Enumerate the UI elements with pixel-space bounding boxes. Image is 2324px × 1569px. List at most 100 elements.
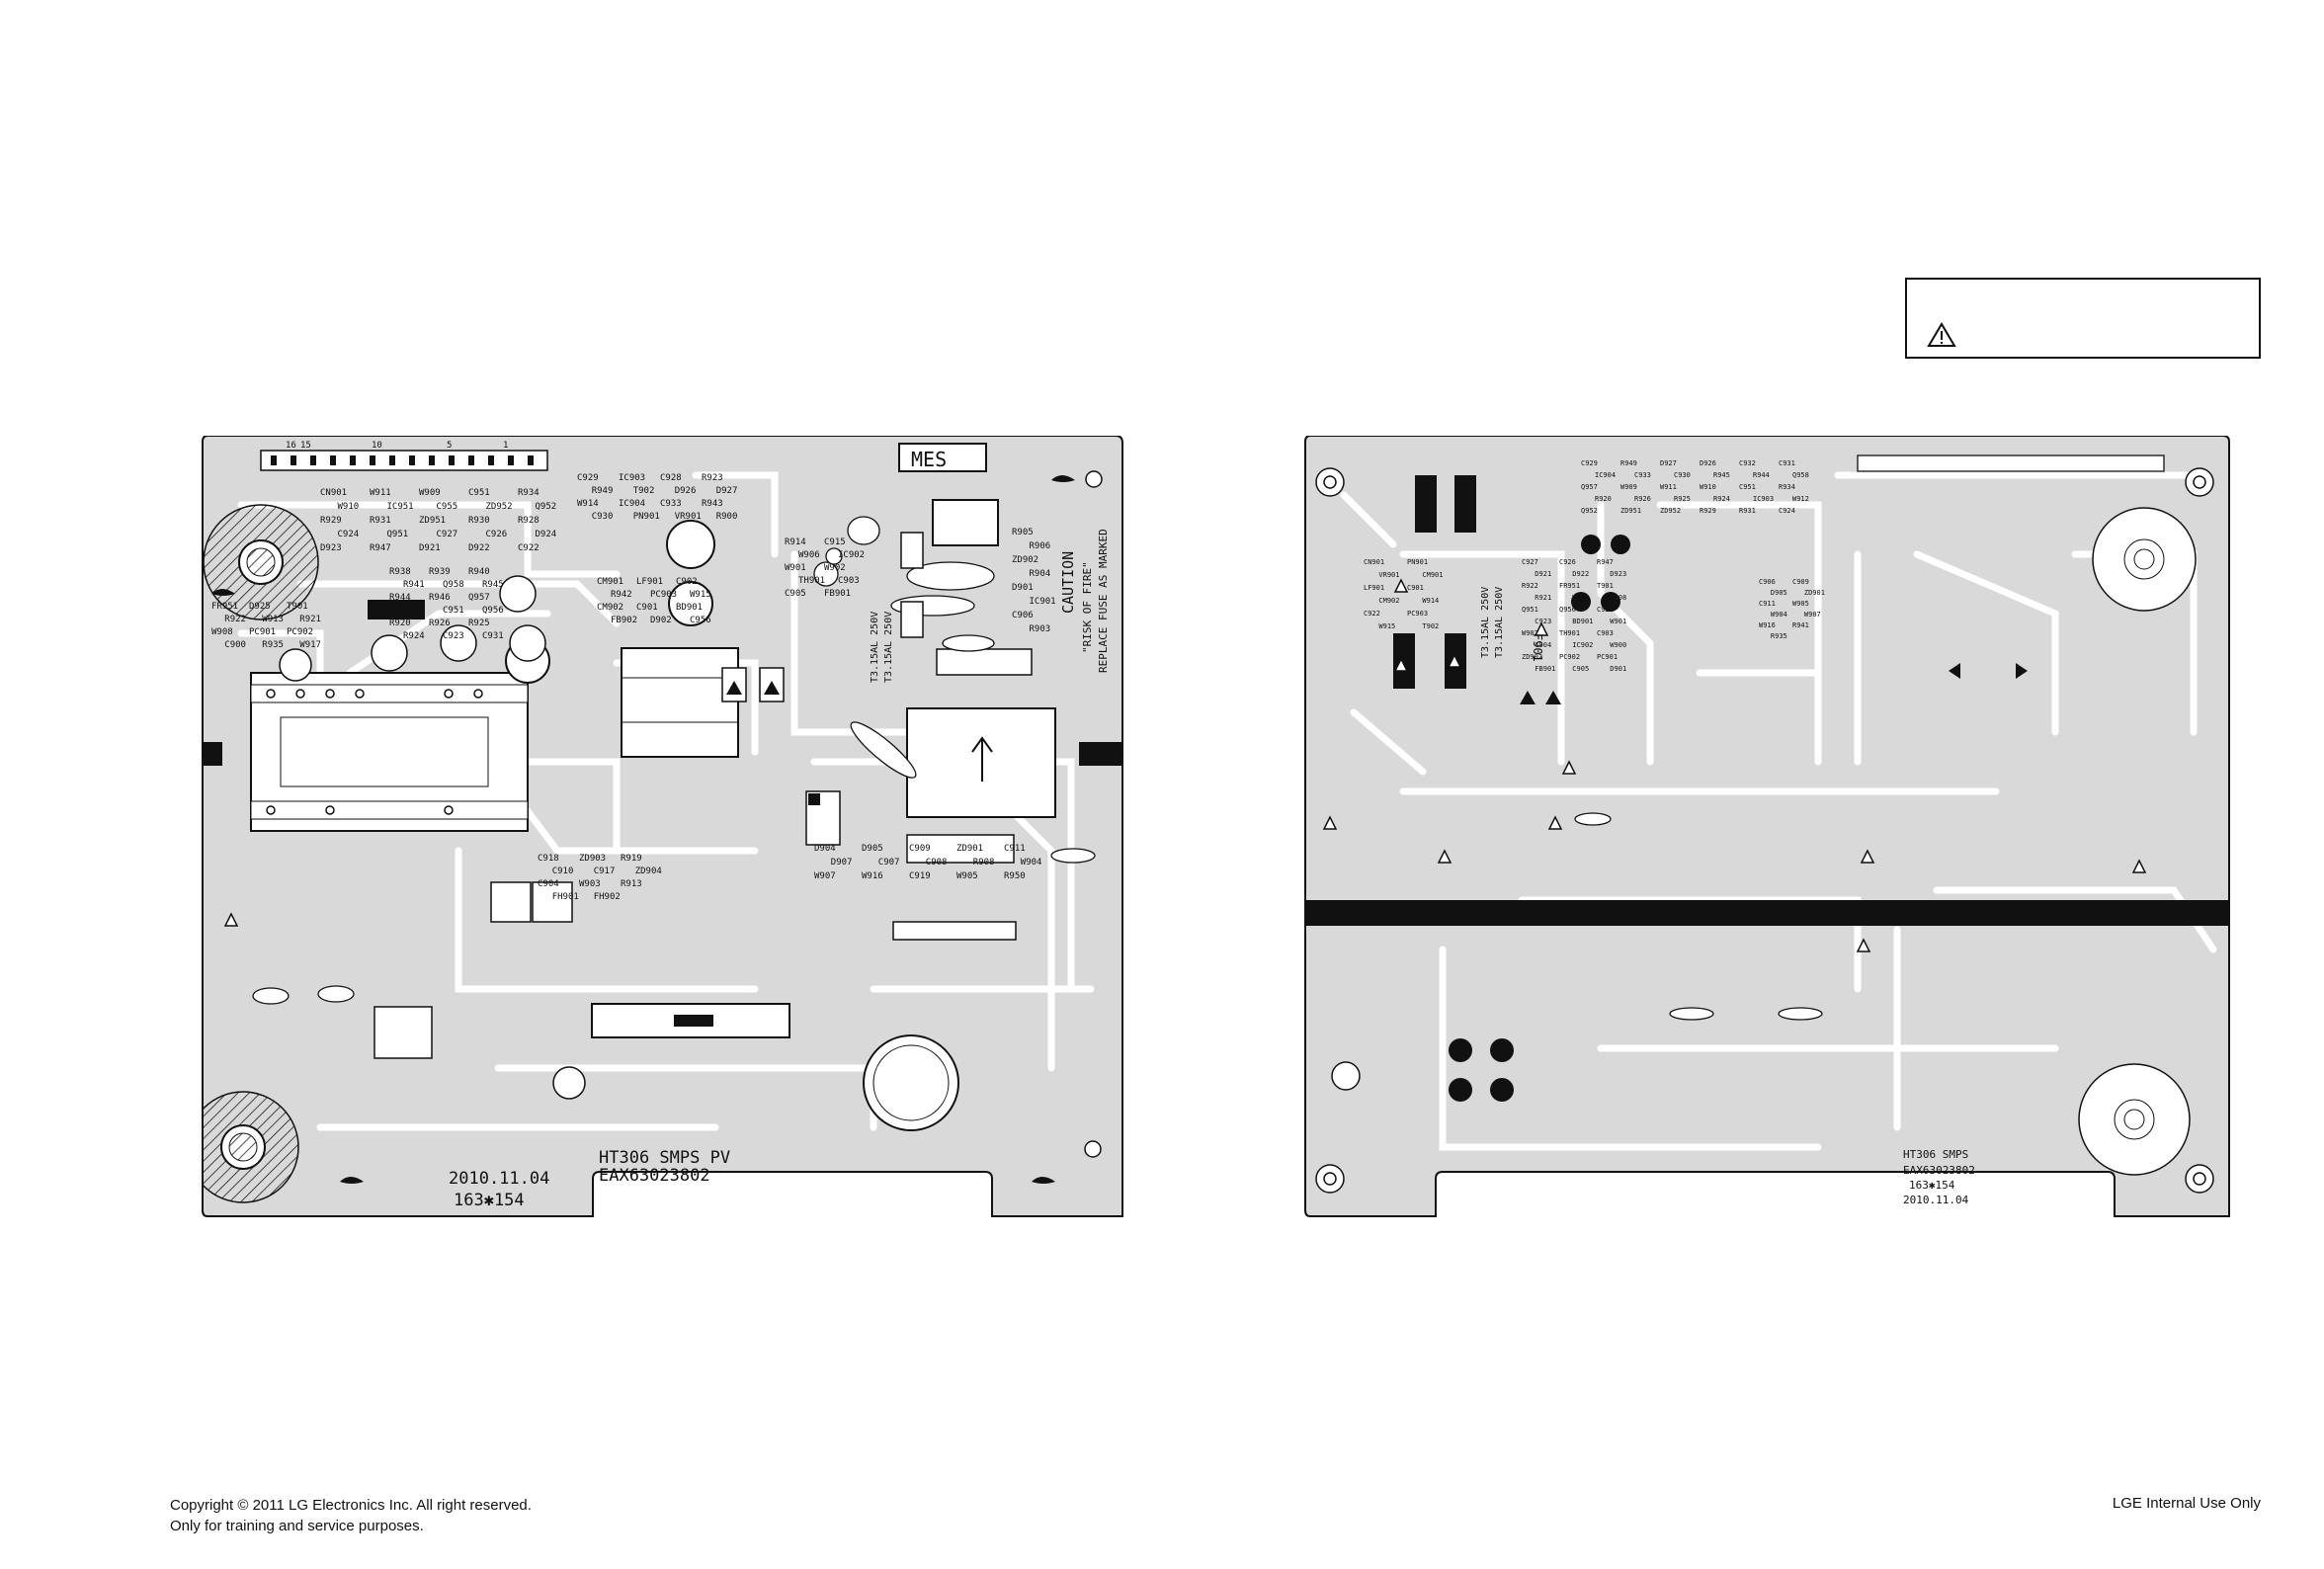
- component-ref-label: R920: [1595, 495, 1612, 503]
- component-ref-label: R934: [518, 488, 540, 498]
- component-ref-label: C911: [1004, 844, 1026, 854]
- component-ref-label: FR951: [211, 602, 238, 612]
- component-ref-label: PN901: [1407, 558, 1428, 566]
- component-ref-label: FR951: [1559, 582, 1580, 590]
- component-ref-label: D921: [419, 543, 441, 553]
- component-ref-label: C902: [676, 577, 698, 587]
- component-ref-label: R945: [482, 580, 504, 590]
- component-ref-label: R922: [224, 615, 246, 624]
- component-ref-label: C928: [1597, 606, 1614, 614]
- component-ref-label: C909: [1792, 578, 1809, 586]
- right-board-name: HT306 SMPS: [1903, 1148, 1968, 1161]
- component-ref-label: IC951: [387, 502, 414, 512]
- component-ref-label: D922: [1572, 570, 1589, 578]
- component-ref-label: C924: [338, 530, 360, 539]
- component-ref-label: PC902: [287, 627, 313, 637]
- component-ref-label: ZD901: [1804, 589, 1825, 597]
- component-ref-label: C923: [1535, 618, 1551, 625]
- component-ref-label: PN901: [633, 512, 660, 522]
- right-board-size: 163✱154: [1909, 1179, 1955, 1192]
- component-ref-label: C906: [1012, 611, 1034, 620]
- component-ref-label: VR901: [1378, 571, 1399, 579]
- component-ref-label: R929: [1700, 507, 1716, 515]
- component-ref-label: Q956: [1559, 606, 1576, 614]
- component-ref-label: ZD951: [1620, 507, 1641, 515]
- component-ref-label: R938: [389, 567, 411, 577]
- board-date: 2010.11.04: [449, 1169, 549, 1189]
- component-ref-label: C951: [468, 488, 490, 498]
- component-ref-label: C929: [577, 473, 599, 483]
- component-ref-label: R904: [1030, 569, 1051, 579]
- component-ref-label: Q952: [536, 502, 557, 512]
- component-ref-label: D901: [1610, 665, 1626, 673]
- component-ref-label: W905: [956, 871, 978, 881]
- component-ref-label: R941: [403, 580, 425, 590]
- component-ref-label: R906: [1030, 541, 1051, 551]
- risk-label: "RISK OF FIRE": [1081, 561, 1094, 653]
- component-ref-label: W904: [1021, 858, 1042, 867]
- component-ref-label: R949: [592, 486, 614, 496]
- component-ref-label: CM901: [597, 577, 623, 587]
- component-ref-label: C903: [838, 576, 860, 586]
- component-ref-label: CN901: [320, 488, 347, 498]
- component-ref-label: C931: [482, 631, 504, 641]
- component-ref-label: FH901: [552, 892, 579, 902]
- component-ref-label: C930: [1674, 471, 1691, 479]
- pcb-right-svg: HT306 SMPS EAX63023802 163✱154 2010.11.0…: [1304, 435, 2230, 1217]
- component-ref-label: R914: [785, 537, 806, 547]
- component-ref-label: PC903: [1407, 610, 1428, 618]
- component-ref-label: T902: [633, 486, 655, 496]
- component-ref-label: C904: [1535, 641, 1551, 649]
- component-ref-label: W902: [1522, 629, 1538, 637]
- component-ref-label: ZD951: [419, 516, 446, 526]
- component-ref-label: W909: [1620, 483, 1637, 491]
- component-ref-label: R931: [370, 516, 391, 526]
- component-ref-label: Q957: [468, 593, 490, 603]
- component-ref-label: W911: [1660, 483, 1677, 491]
- component-ref-label: C919: [909, 871, 931, 881]
- warning-triangle-icon: [1927, 322, 1956, 347]
- component-ref-label: Q958: [443, 580, 464, 590]
- component-ref-label: D921: [1535, 570, 1551, 578]
- component-ref-label: C918: [538, 854, 559, 864]
- component-ref-label: R935: [262, 640, 284, 650]
- component-ref-label: W917: [299, 640, 321, 650]
- component-ref-label: R920: [389, 619, 411, 628]
- pcb-solder-side: HT306 SMPS EAX63023802 163✱154 2010.11.0…: [1304, 435, 2231, 1226]
- component-ref-label: R923: [702, 473, 723, 483]
- board-size: 163✱154: [454, 1191, 525, 1210]
- component-ref-label: D905: [1771, 589, 1787, 597]
- component-ref-label: D904: [814, 844, 836, 854]
- component-ref-label: D926: [1700, 459, 1716, 467]
- component-ref-label: R931: [1739, 507, 1756, 515]
- component-ref-label: ZD902: [1012, 555, 1038, 565]
- copyright-text: Copyright © 2011 LG Electronics Inc. All…: [170, 1497, 532, 1514]
- component-ref-label: CN901: [1364, 558, 1384, 566]
- component-ref-label: D927: [716, 486, 738, 496]
- component-ref-label: TH901: [1559, 629, 1580, 637]
- component-ref-label: T901: [287, 602, 308, 612]
- component-ref-label: C955: [437, 502, 458, 512]
- component-ref-label: R950: [1004, 871, 1026, 881]
- connector-pin-15: 15: [300, 441, 311, 451]
- component-ref-label: IC902: [1572, 641, 1593, 649]
- component-ref-label: C932: [1739, 459, 1756, 467]
- component-ref-label: R925: [468, 619, 490, 628]
- component-ref-label: Q952: [1581, 507, 1598, 515]
- component-ref-label: ZD952: [486, 502, 513, 512]
- component-ref-label: W901: [1610, 618, 1626, 625]
- component-ref-label: C951: [443, 606, 464, 616]
- component-ref-label: CM901: [1422, 571, 1443, 579]
- component-ref-label: D924: [536, 530, 557, 539]
- component-ref-label: C907: [878, 858, 900, 867]
- component-ref-label: R941: [1792, 621, 1809, 629]
- component-ref-label: T902: [1422, 622, 1439, 630]
- component-ref-label: R934: [1779, 483, 1795, 491]
- component-ref-label: W914: [1422, 597, 1439, 605]
- component-ref-label: LF901: [1364, 584, 1384, 592]
- component-ref-label: R939: [429, 567, 451, 577]
- pcb-component-side: 16 15 10 5 1 MES CAUTION "RISK OF FIRE" …: [187, 435, 1128, 1226]
- component-ref-label: W905: [1792, 600, 1809, 608]
- component-ref-label: R947: [370, 543, 391, 553]
- component-ref-label: C910: [552, 867, 574, 876]
